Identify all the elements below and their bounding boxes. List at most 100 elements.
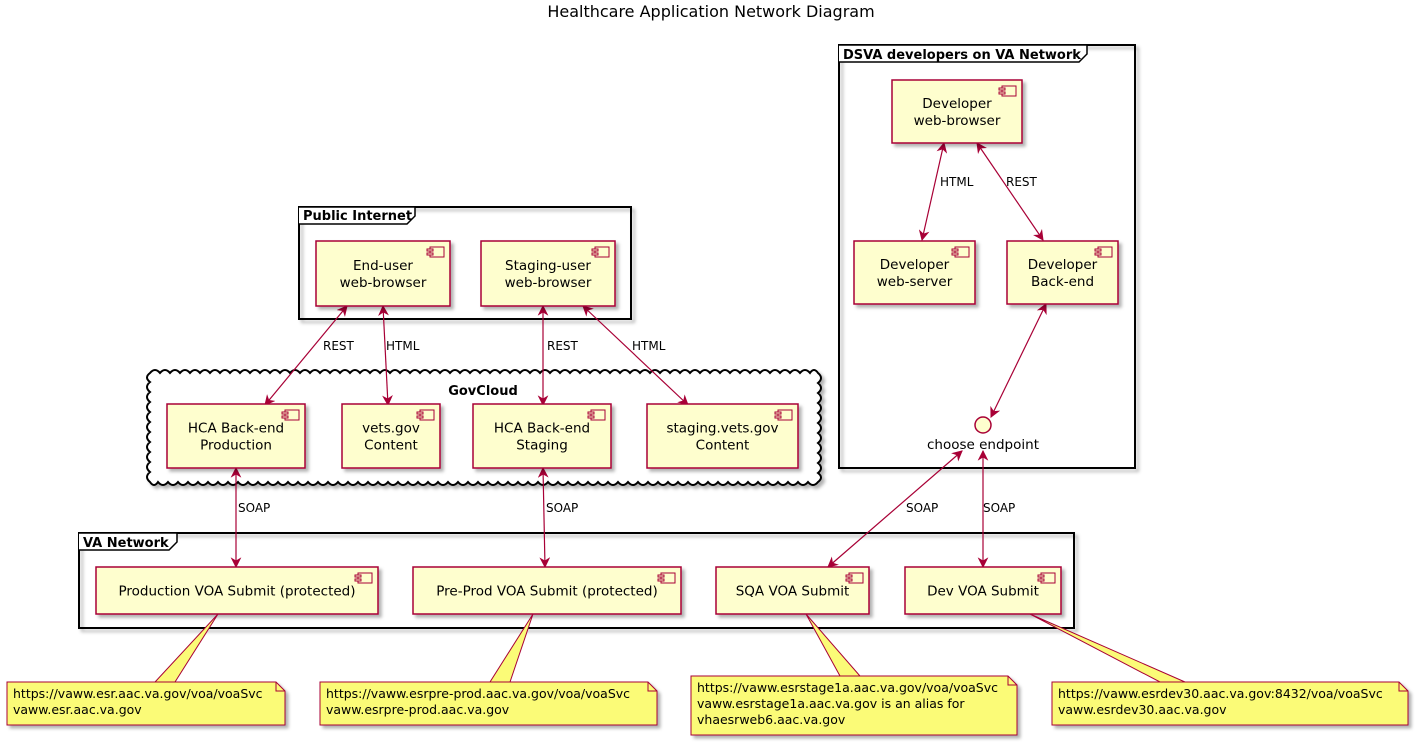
component-dev-voa-submit: Dev VOA Submit <box>904 566 1062 615</box>
component-label-line: Staging-user <box>505 258 591 274</box>
component-icon <box>998 85 1017 97</box>
component-label-line: web-browser <box>340 275 427 291</box>
edge-label-html-1: HTML <box>386 339 420 353</box>
component-box <box>646 403 799 469</box>
note-text-line: https://vaww.esrdev30.aac.va.gov:8432/vo… <box>1058 686 1383 701</box>
edge-enduser-hcaprod <box>264 305 348 406</box>
notes: https://vaww.esr.aac.va.gov/voa/voaSvcva… <box>6 613 1409 736</box>
component-box <box>315 240 451 307</box>
component-box <box>715 566 870 615</box>
component-label-line: Developer <box>922 96 992 112</box>
edge-devbrowser-devserver <box>918 141 948 242</box>
edge-label-soap-2: SOAP <box>546 501 578 515</box>
component-label-line: Back-end <box>1031 274 1094 290</box>
edge-hcastaging-preprodvoa <box>537 466 551 569</box>
component-icon <box>1037 572 1056 584</box>
frame-va-network: VA Network <box>78 532 1075 629</box>
note-production-endpoint: https://vaww.esr.aac.va.gov/voa/voaSvcva… <box>6 613 286 726</box>
component-sqa-voa-submit: SQA VOA Submit <box>715 566 870 615</box>
note-text-line: vaww.esr.aac.va.gov <box>13 702 142 717</box>
component-icon <box>354 572 373 584</box>
frame-va-network-label: VA Network <box>83 536 169 551</box>
note-preprod-endpoint: https://vaww.esrpre-prod.aac.va.gov/voa/… <box>319 613 658 726</box>
edge-label-html-2: HTML <box>632 339 666 353</box>
edge-label-rest-3: REST <box>1006 175 1038 189</box>
frame-dsva-label: DSVA developers on VA Network <box>843 48 1081 63</box>
component-icon <box>426 246 445 258</box>
component-label-line: web-server <box>877 274 953 290</box>
edges: REST HTML REST HTML SOAP SOAP HTML REST … <box>230 141 1047 569</box>
component-label-line: web-browser <box>505 275 592 291</box>
component-label-line: Dev VOA Submit <box>927 584 1039 600</box>
edge-devbackend-endpoint <box>990 303 1047 418</box>
note-text-line: https://vaww.esrpre-prod.aac.va.gov/voa/… <box>326 686 630 701</box>
component-label-line: Developer <box>1028 257 1098 273</box>
note-dev-endpoint: https://vaww.esrdev30.aac.va.gov:8432/vo… <box>1029 613 1409 726</box>
note-sqa-endpoint: https://vaww.esrstage1a.aac.va.gov/voa/v… <box>690 613 1018 736</box>
component-icon <box>416 409 435 421</box>
note-text-line: vaww.esrdev30.aac.va.gov <box>1058 702 1227 717</box>
note-box <box>319 681 658 726</box>
note-text-line: https://vaww.esr.aac.va.gov/voa/voaSvc <box>13 686 263 701</box>
edge-devbrowser-devbackend <box>976 142 1044 241</box>
component-icon <box>587 409 606 421</box>
note-text-line: https://vaww.esrstage1a.aac.va.gov/voa/v… <box>697 680 998 695</box>
frame-govcloud-label: GovCloud <box>448 384 518 399</box>
note-box <box>690 675 1018 736</box>
note-connector <box>805 613 862 677</box>
component-label-line: SQA VOA Submit <box>736 584 850 600</box>
edge-label-html-3: HTML <box>940 175 974 189</box>
edge-enduser-vetscontent <box>378 304 393 407</box>
note-connector <box>489 613 534 683</box>
component-box <box>412 566 682 615</box>
note-box <box>1051 681 1409 726</box>
component-production-voa-submit: Production VOA Submit (protected) <box>95 566 379 615</box>
frame-public-internet-label: Public Internet <box>303 209 412 224</box>
interface-label: choose endpoint <box>927 437 1039 453</box>
component-label-line: HCA Back-end <box>494 421 590 437</box>
component-label-line: Content <box>696 438 750 454</box>
interface-choose-endpoint: choose endpoint <box>927 416 1039 453</box>
component-label-line: Production VOA Submit (protected) <box>118 584 355 600</box>
components: End-userweb-browserStaging-userweb-brows… <box>95 79 1119 615</box>
component-icon <box>281 409 300 421</box>
component-box <box>480 240 616 307</box>
edge-label-rest-1: REST <box>323 339 355 353</box>
component-box <box>95 566 379 615</box>
component-label-line: Developer <box>880 257 950 273</box>
note-text-line: vhaesrweb6.aac.va.gov <box>697 712 846 727</box>
component-label-line: End-user <box>353 258 413 274</box>
frame-public-internet: Public Internet <box>298 206 632 320</box>
component-box <box>166 403 306 469</box>
edge-endpoint-sqavoa <box>827 450 963 568</box>
component-box <box>904 566 1062 615</box>
note-connector <box>1029 613 1186 683</box>
component-icon <box>591 246 610 258</box>
component-preprod-voa-submit: Pre-Prod VOA Submit (protected) <box>412 566 682 615</box>
note-connector <box>153 613 219 683</box>
interface-circle <box>974 416 992 434</box>
component-label-line: Staging <box>516 438 568 454</box>
component-box <box>472 403 612 469</box>
note-box <box>6 681 286 726</box>
note-text-line: vaww.esrpre-prod.aac.va.gov <box>326 702 510 717</box>
component-icon <box>951 246 970 258</box>
component-icon <box>845 572 864 584</box>
edge-label-rest-2: REST <box>547 339 579 353</box>
component-label-line: HCA Back-end <box>188 421 284 437</box>
component-label-line: vets.gov <box>362 421 420 437</box>
edge-staginguser-stagingcontent <box>582 305 689 406</box>
component-label-line: Content <box>364 438 418 454</box>
edge-label-soap-4: SOAP <box>983 501 1015 515</box>
edge-label-soap-1: SOAP <box>238 501 270 515</box>
